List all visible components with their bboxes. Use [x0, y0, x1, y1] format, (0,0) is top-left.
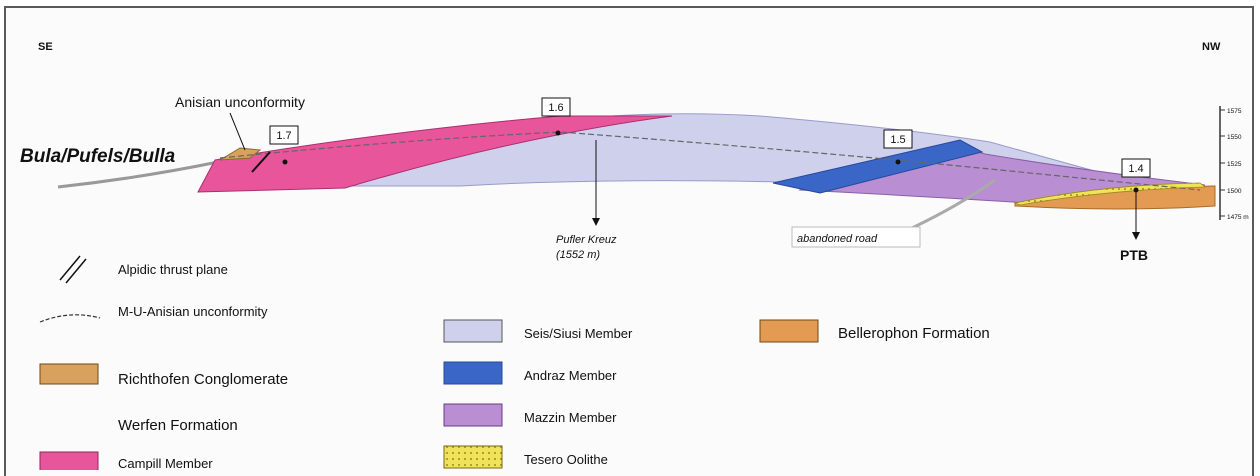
tesero-swatch — [443, 445, 503, 469]
scale-tick-1475: 1475 m — [1227, 214, 1249, 221]
campill-swatch — [39, 451, 99, 470]
campill-layer — [197, 115, 673, 193]
legend-thrust: Alpidic thrust plane — [59, 255, 228, 284]
legend-campill-label: Campill Member — [118, 456, 213, 470]
anisian-pointer — [229, 112, 246, 151]
scale-tick-1575: 1575 — [1227, 108, 1242, 115]
ptb-label: PTB — [1120, 247, 1148, 263]
seis-swatch — [443, 319, 503, 343]
anisian-label: Anisian unconformity — [175, 94, 305, 110]
andraz-swatch — [443, 361, 503, 385]
thrust-plane-icon — [59, 255, 87, 284]
legend-andraz-label: Andraz Member — [524, 368, 617, 383]
section-marker-1-4: 1.4 — [1121, 158, 1151, 193]
road-label: abandoned road — [797, 233, 878, 245]
road-label-box — [791, 226, 921, 248]
legend-unconformity: M-U-Anisian unconformity — [39, 304, 268, 323]
legend-richthofen: Richthofen Conglomerate — [39, 363, 288, 388]
orientation-se: SE — [38, 41, 53, 53]
bellerophon-swatch — [759, 319, 819, 343]
road-track — [911, 178, 996, 230]
pufler-elevation: (1552 m) — [556, 249, 600, 261]
section-label: 1.6 — [548, 102, 563, 114]
scale-tick-1525: 1525 — [1227, 161, 1242, 168]
thrust-plane — [251, 151, 271, 173]
legend-campill: Campill Member — [39, 451, 213, 470]
legend-tesero: Tesero Oolithe — [443, 445, 608, 469]
section-label: 1.7 — [276, 130, 291, 142]
elevation-scale: 1575 1550 1525 1500 1475 m — [1219, 106, 1249, 221]
ptb-arrowhead — [1132, 232, 1140, 240]
legend-werfen-heading: Werfen Formation — [118, 417, 238, 434]
orientation-nw: NW — [1202, 41, 1221, 53]
andraz-layer — [772, 139, 984, 194]
section-label: 1.5 — [890, 134, 905, 146]
richthofen-swatch — [39, 363, 99, 385]
section-marker-1-5: 1.5 — [883, 129, 913, 165]
legend-bellerophon-label: Bellerophon Formation — [838, 325, 990, 342]
legend-unconformity-label: M-U-Anisian unconformity — [118, 304, 268, 319]
pufler-arrowhead — [592, 218, 600, 226]
legend-richthofen-label: Richthofen Conglomerate — [118, 371, 288, 388]
figure-frame — [4, 6, 1254, 476]
legend-seis: Seis/Siusi Member — [443, 319, 633, 343]
scale-tick-1500: 1500 — [1227, 188, 1242, 195]
legend-tesero-label: Tesero Oolithe — [524, 452, 608, 467]
section-label: 1.4 — [1128, 163, 1143, 175]
location-title: Bula/Pufels/Bulla — [20, 146, 176, 167]
ground-line-left — [57, 160, 219, 189]
legend-thrust-label: Alpidic thrust plane — [118, 262, 228, 277]
section-marker-1-7: 1.7 — [269, 125, 299, 165]
legend-andraz: Andraz Member — [443, 361, 617, 385]
unconformity-line — [219, 131, 1201, 191]
legend-mazzin-label: Mazzin Member — [524, 410, 617, 425]
legend-seis-label: Seis/Siusi Member — [524, 326, 633, 341]
mazzin-swatch — [443, 403, 503, 427]
legend-mazzin: Mazzin Member — [443, 403, 617, 427]
section-marker-1-6: 1.6 — [541, 97, 571, 136]
scale-tick-1550: 1550 — [1227, 134, 1242, 141]
legend-bellerophon: Bellerophon Formation — [759, 319, 990, 343]
pufler-name: Pufler Kreuz — [556, 234, 617, 246]
unconformity-icon — [39, 314, 101, 323]
tesero-layer — [1013, 182, 1207, 206]
